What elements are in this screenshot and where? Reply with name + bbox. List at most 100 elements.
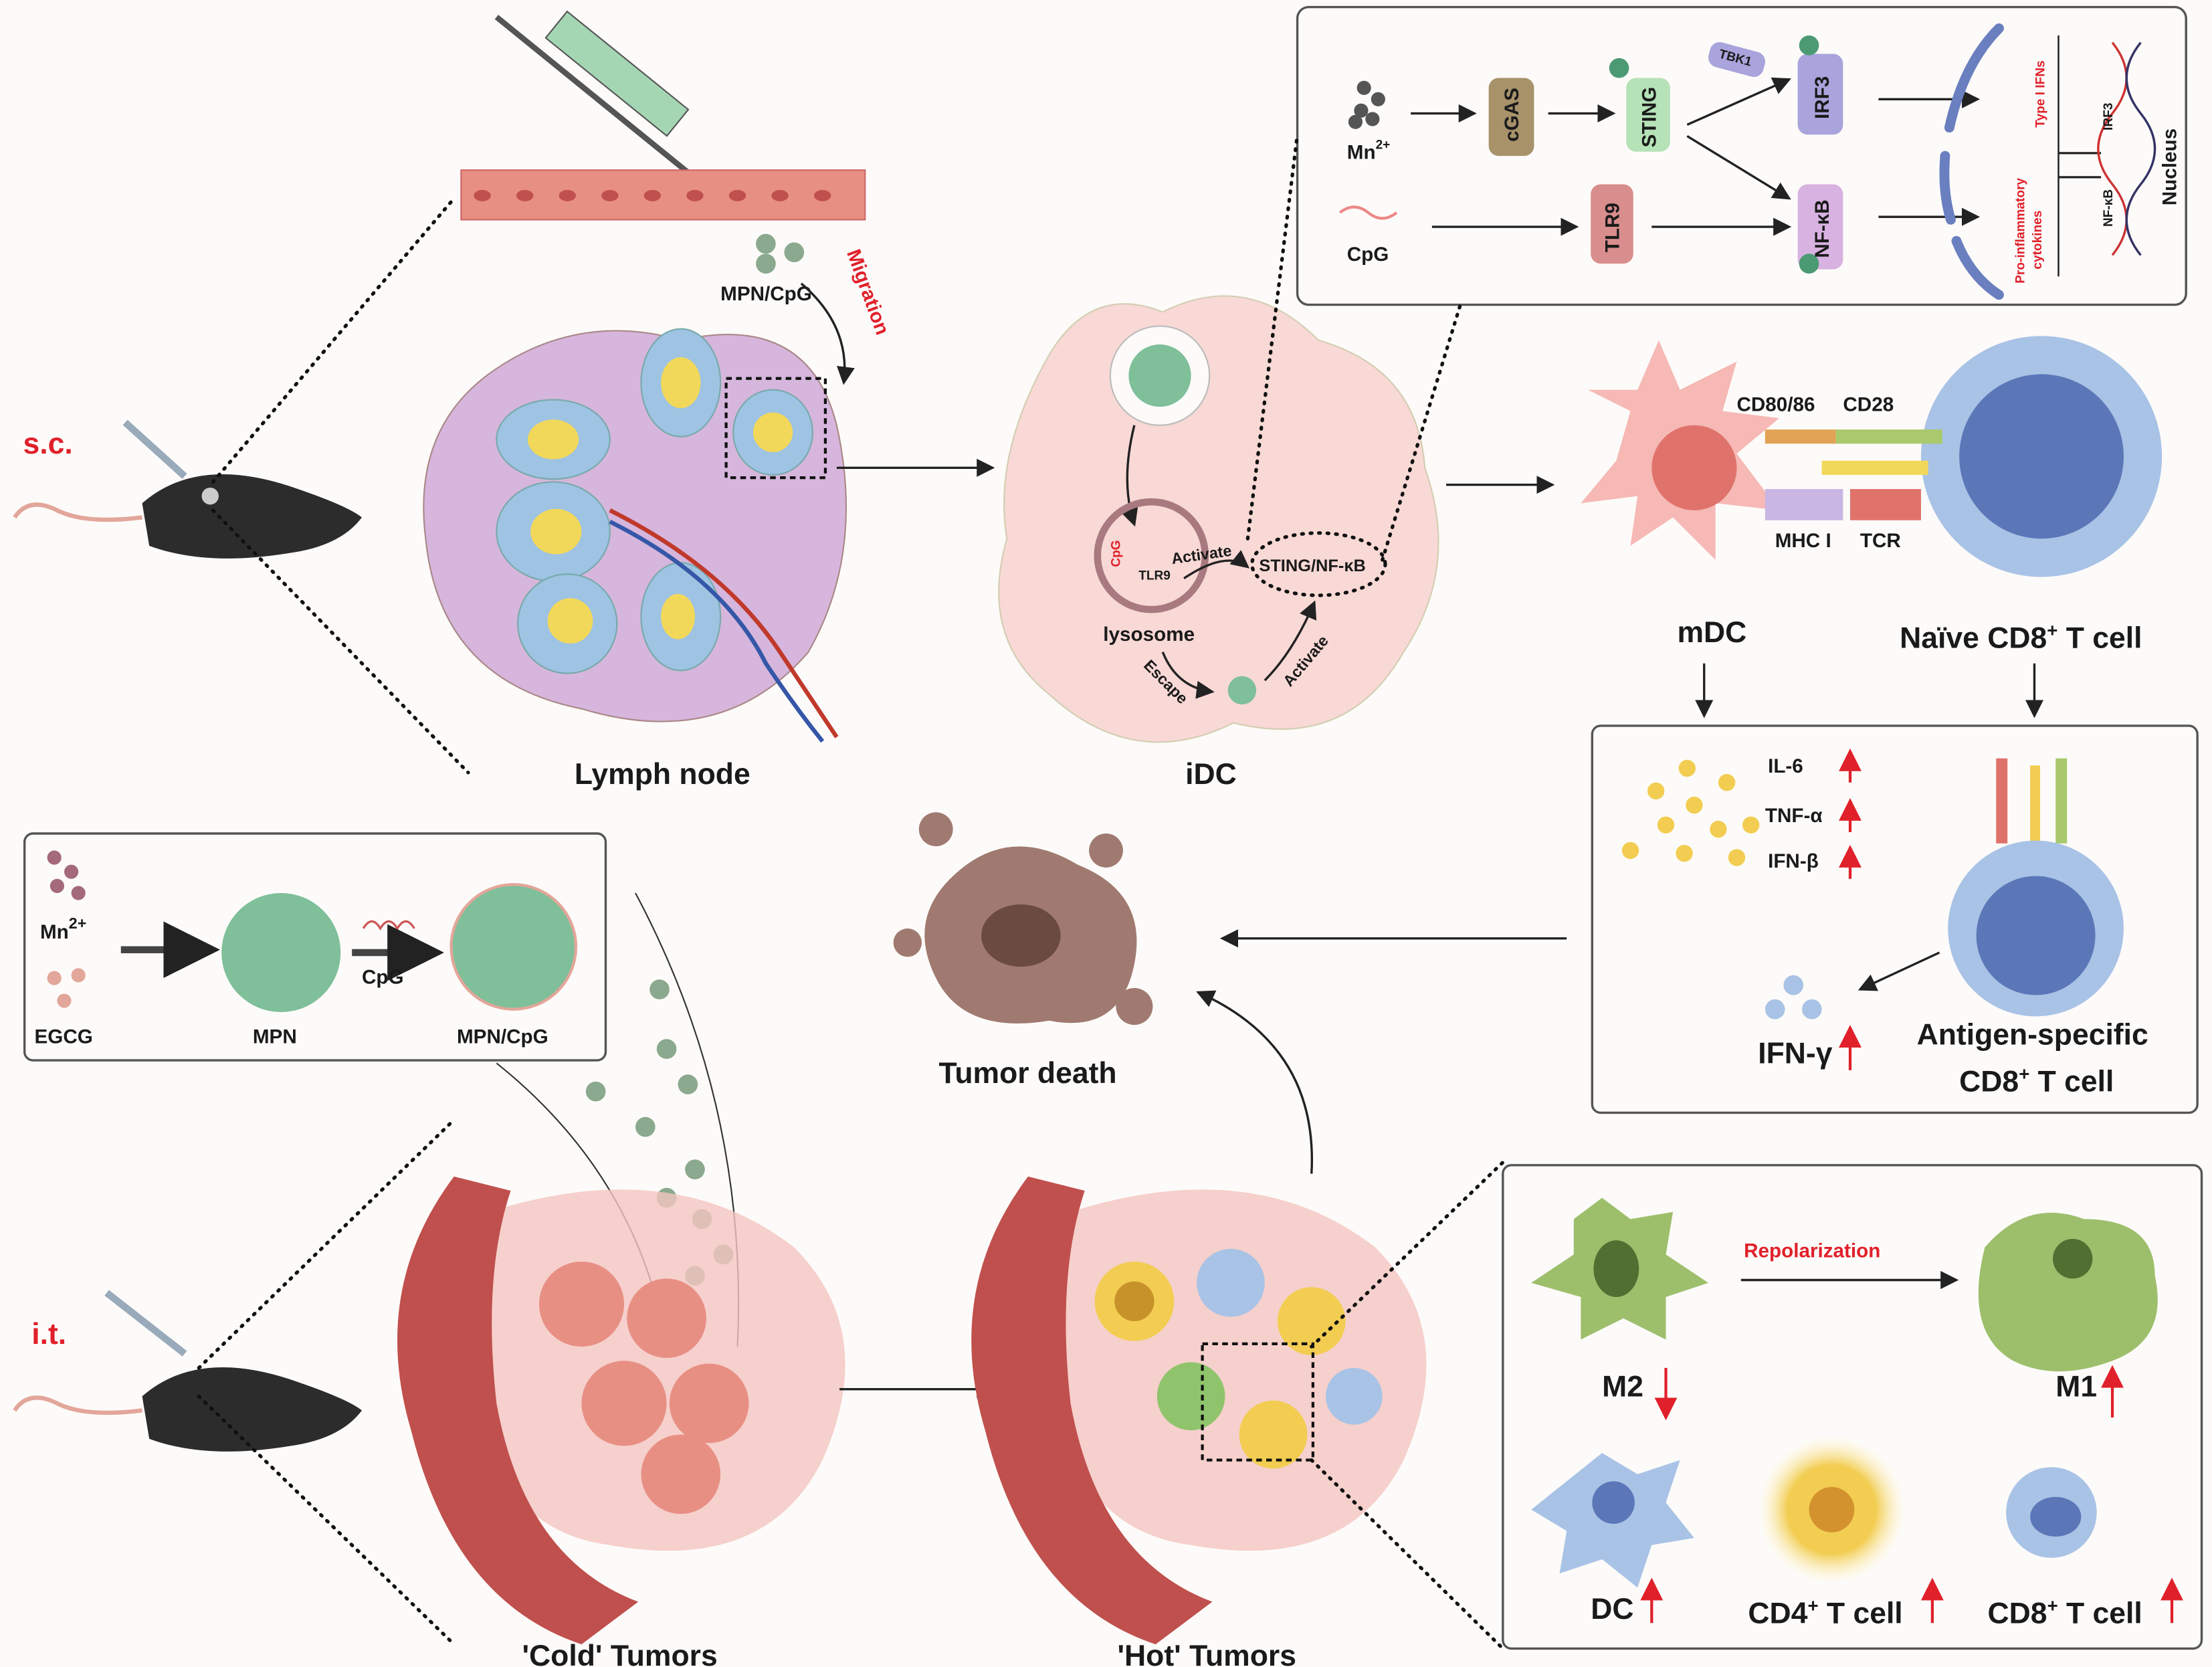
tlr9-label: TLR9: [1602, 203, 1624, 252]
mdc-label: mDC: [1677, 616, 1746, 649]
cd4-t-cell-label: CD4+ T cell: [1748, 1595, 1902, 1630]
cytokine-panel: IL-6 TNF-α IFN-β IFN-γ Antigen-specific …: [1219, 724, 2199, 1114]
cgas-box: [1488, 78, 1534, 157]
tumor-death-panel: Tumor death: [893, 812, 1314, 1174]
pathway-panel: Mn2+ CpG cGAS STING TBK1 IRF3 TLR9 NF-κB…: [1296, 5, 2187, 306]
tlr9-box: [1591, 184, 1633, 264]
cpg-strand-icon: [362, 920, 415, 931]
lysosome-cpg-label: CpG: [1110, 540, 1124, 567]
antigen-specific-label: Antigen-specific: [1917, 1019, 2148, 1052]
irf3-box: [1797, 54, 1843, 135]
cytokines-label: cytokines: [2031, 211, 2045, 270]
cpg-strand-icon: [1338, 205, 1398, 220]
zoom-region: [1201, 1342, 1315, 1462]
mouse-icon: [13, 1367, 363, 1452]
migration-label: Migration: [842, 246, 894, 338]
tme-panel: M2 Repolarization M1 DC CD4+ T cell CD8+…: [1502, 1164, 2203, 1650]
nanoparticle-icon: [1128, 344, 1191, 407]
tbk1-box: [1708, 41, 1766, 78]
m2-label: M2: [1602, 1370, 1643, 1403]
mpn-label: MPN: [253, 1026, 297, 1048]
nuclear-envelope-icon: [1939, 23, 2004, 300]
nucleus-label: Nucleus: [2158, 128, 2181, 205]
nfkb-box: [1797, 184, 1843, 270]
activation-panel: CD80/86 CD28 MHC I TCR mDC Naïve CD8+ T …: [1581, 336, 2163, 718]
irf3-label: IRF3: [1811, 76, 1833, 119]
egcg-label: EGCG: [35, 1026, 93, 1048]
zoom-region: [724, 377, 827, 480]
phospho-icon: [1799, 35, 1819, 56]
il6-label: IL-6: [1768, 755, 1803, 777]
lymph-node-label: Lymph node: [575, 758, 750, 791]
syringe-icon: [122, 419, 187, 479]
synthesis-cpg-label: CpG: [362, 967, 404, 989]
cd28-label: CD28: [1843, 394, 1894, 416]
tcr-label: TCR: [1860, 530, 1901, 552]
tumor-panel: i.t. 'Cold' Tumors 'Hot' Tumors: [13, 892, 1505, 1667]
epithelium-icon: [460, 169, 866, 221]
mn-label: Mn2+: [1347, 138, 1391, 164]
cd8-t-cell-tme-label: CD8+ T cell: [1988, 1595, 2142, 1630]
receptor-pairs-icon: [1765, 429, 1942, 520]
lysosome-label: lysosome: [1103, 623, 1195, 646]
idc-panel: CpG TLR9 Activate STING/NF-κB lysosome E…: [998, 132, 1555, 791]
egcg-icon: [47, 968, 86, 1008]
mpn-particle-icon: [221, 893, 341, 1012]
nfkb-dna-label: NF-κB: [2102, 189, 2116, 227]
sc-label: s.c.: [23, 427, 73, 460]
mhc-i-label: MHC I: [1775, 530, 1831, 552]
antigen-specific-t-cell: [1948, 758, 2124, 1017]
mpn-cpg-particle-icon: [449, 883, 578, 1011]
type1-ifns-label: Type I IFNs: [2033, 60, 2047, 127]
cpg-label: CpG: [1347, 243, 1389, 266]
sc-injection-panel: s.c. MPN/CpG Migration: [13, 10, 995, 791]
phospho-icon: [1609, 58, 1629, 78]
sting-box: [1626, 78, 1670, 152]
irf3-dna-label: IRF3: [2102, 103, 2116, 130]
repolarization-label: Repolarization: [1744, 1240, 1880, 1262]
nanoparticle-icon: [756, 233, 805, 274]
synthesis-panel: Mn2+ EGCG MPN CpG MPN/CpG: [23, 832, 607, 1062]
mn-ion-cluster-icon: [1348, 80, 1385, 129]
dna-helix-icon: [2097, 41, 2156, 256]
ifnb-label: IFN-β: [1768, 850, 1819, 872]
mn-synthesis-label: Mn2+: [40, 914, 86, 943]
tnfa-label: TNF-α: [1765, 805, 1823, 827]
nanoparticle-icon: [1227, 676, 1257, 705]
mouse-icon: [13, 474, 363, 559]
it-label: i.t.: [31, 1318, 66, 1351]
sting-label: STING: [1639, 87, 1661, 148]
m1-label: M1: [2055, 1370, 2097, 1403]
cytokine-dots-icon: [1621, 759, 1760, 866]
mpn-cpg-label: MPN/CpG: [720, 283, 812, 305]
naive-cd8-label: Naïve CD8+ T cell: [1900, 619, 2142, 654]
sting-nfkb-label: STING/NF-κB: [1259, 557, 1366, 575]
nfkb-label: NF-κB: [1811, 199, 1833, 258]
syringe-icon: [104, 1290, 187, 1357]
dc-label: DC: [1591, 1593, 1633, 1626]
tumor-death-label: Tumor death: [938, 1057, 1116, 1090]
mdc-nucleus: [1651, 425, 1737, 510]
cd80-86-label: CD80/86: [1736, 394, 1815, 416]
cold-tumors-label: 'Cold' Tumors: [522, 1640, 717, 1667]
hot-tumor-icon: [971, 1176, 1427, 1645]
ifng-label: IFN-γ: [1758, 1037, 1833, 1070]
mpn-cpg-synthesis-label: MPN/CpG: [457, 1026, 548, 1048]
proinflammatory-label: Pro-inflammatory: [2014, 178, 2028, 284]
hot-tumors-label: 'Hot' Tumors: [1117, 1640, 1296, 1667]
m1-macrophage-icon: [1978, 1212, 2158, 1372]
cgas-label: cGAS: [1501, 88, 1523, 142]
idc-cell: [998, 295, 1439, 743]
mn-ion-cluster-icon: [47, 850, 86, 900]
lysosome-icon: [1094, 498, 1209, 613]
idc-label: iDC: [1185, 758, 1237, 791]
phospho-icon: [1799, 254, 1819, 274]
cold-tumor-icon: [397, 1176, 845, 1645]
cd8-t-cell-label: CD8+ T cell: [1959, 1064, 2114, 1098]
lymph-node-icon: [423, 328, 847, 743]
ifng-dots-icon: [1765, 975, 1822, 1019]
lysosome-tlr9-label: TLR9: [1138, 569, 1171, 583]
sting-nfkb-highlight: [1250, 531, 1387, 597]
